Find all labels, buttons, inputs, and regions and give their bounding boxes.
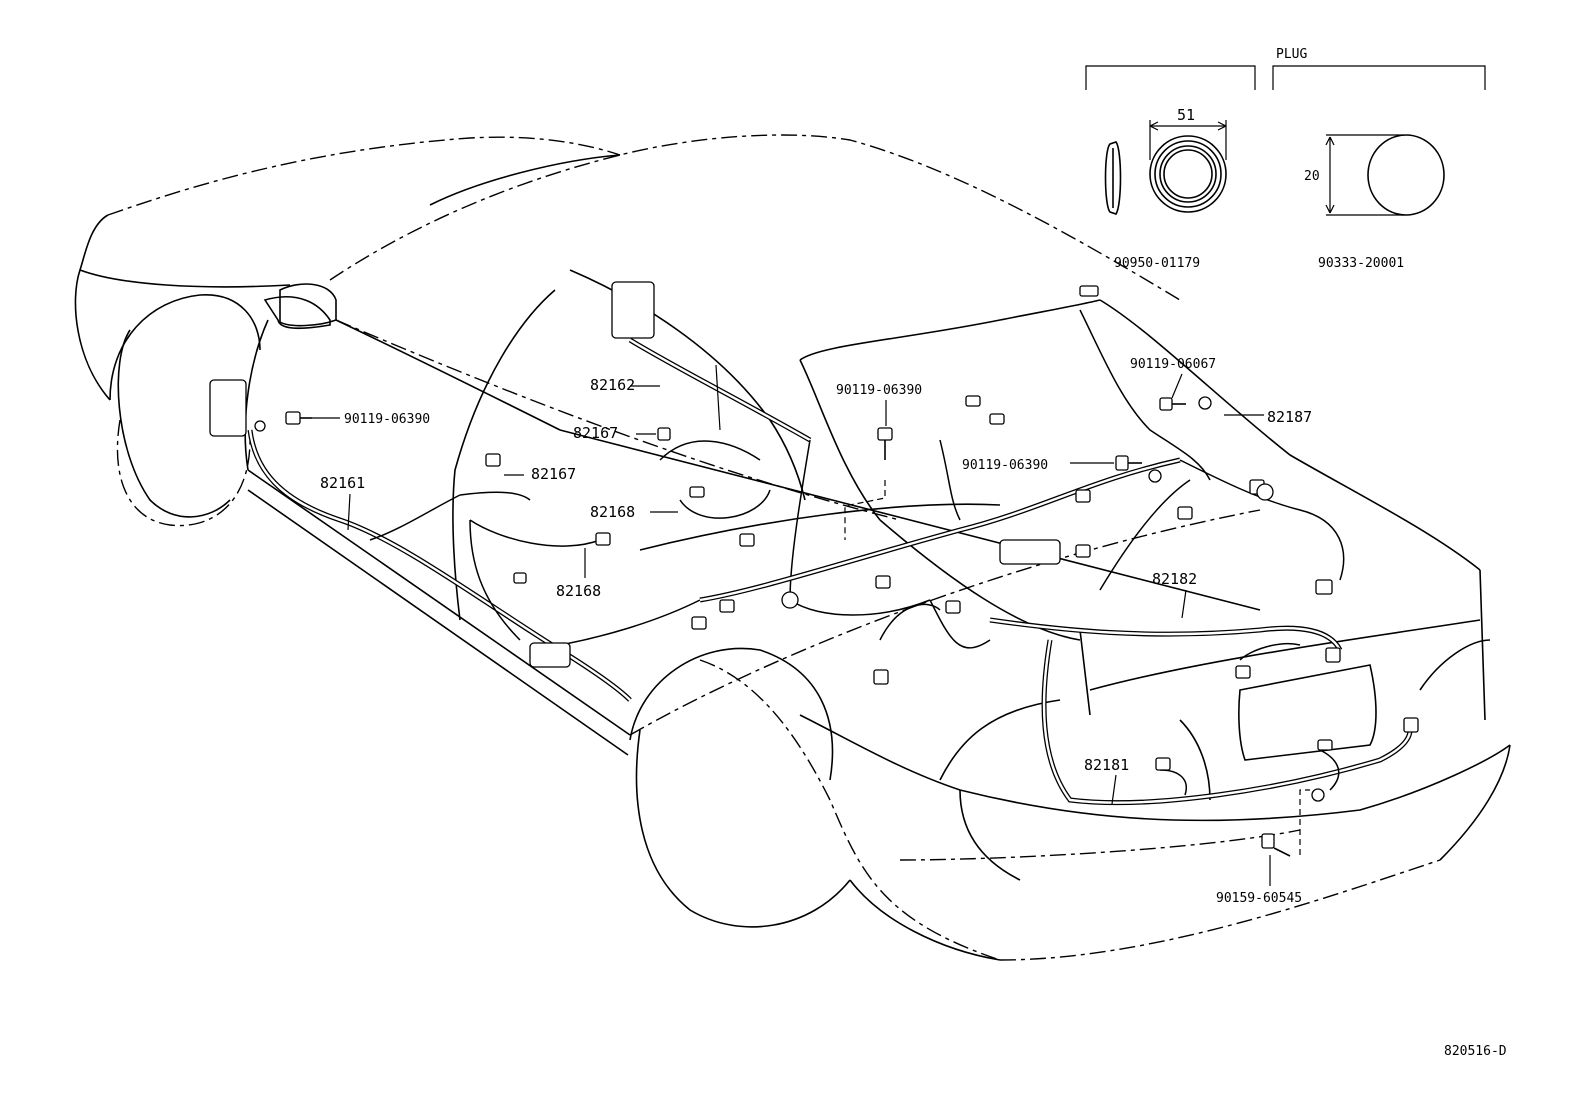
label-bolt-left: 90119-06390: [344, 412, 430, 427]
label-bolt-center: 90119-06390: [836, 383, 922, 398]
plug-icon: [1326, 134, 1445, 216]
label-82182: 82182: [1152, 570, 1197, 588]
label-82167-a: 82167: [573, 424, 618, 442]
plug-dimension: 20: [1304, 169, 1320, 184]
grommet-side-icon: [1104, 141, 1122, 215]
connectors: [209, 281, 1419, 802]
label-82167-b: 82167: [531, 465, 576, 483]
grommet-part-number: 90950-01179: [1114, 256, 1200, 271]
bolt-center-icon: [844, 427, 893, 540]
diagram-code: 820516-D: [1444, 1044, 1507, 1059]
grommet-dimension: 51: [1177, 106, 1195, 124]
wire-harnesses: [247, 309, 1413, 806]
grommet-front-icon: [1149, 135, 1227, 213]
bolt-bumper-icon: [1261, 789, 1310, 857]
leader-lines: [312, 364, 1271, 886]
plug-part-number: 90333-20001: [1318, 256, 1404, 271]
parts-inset: PLUG 51 90950-01179 20 90333-20001: [1085, 47, 1486, 271]
bolt-right-icon: [1115, 455, 1142, 471]
car-body-outline: [74, 134, 1511, 961]
label-82187: 82187: [1267, 408, 1312, 426]
label-82168-a: 82168: [590, 503, 635, 521]
bolt-small-icon: [1159, 397, 1186, 411]
fasteners: [285, 397, 1310, 857]
part-labels: 82161 82162 82167 82167 82168 82168 8218…: [320, 357, 1312, 906]
plug-header: PLUG: [1276, 47, 1307, 62]
label-82162: 82162: [590, 376, 635, 394]
label-82168-b: 82168: [556, 582, 601, 600]
bolt-left-icon: [285, 411, 312, 425]
label-82181: 82181: [1084, 756, 1129, 774]
label-82161: 82161: [320, 474, 365, 492]
label-bolt-right: 90119-06390: [962, 458, 1048, 473]
label-bolt-small: 90119-06067: [1130, 357, 1216, 372]
label-bolt-bumper: 90159-60545: [1216, 891, 1302, 906]
